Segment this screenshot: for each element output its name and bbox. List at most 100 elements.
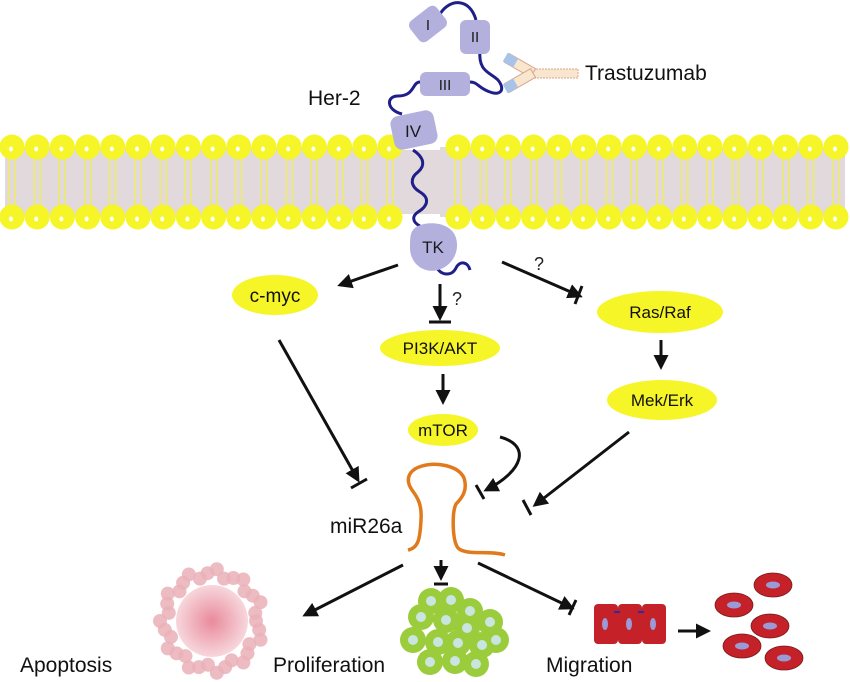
receptor-linker bbox=[438, 1, 478, 21]
lipid-head-highlight bbox=[656, 216, 661, 222]
edge-cmyc-mir26a-bar bbox=[350, 477, 368, 490]
lipid-head-highlight bbox=[336, 146, 341, 152]
lipid-head-highlight bbox=[505, 146, 510, 152]
lipid-head-highlight bbox=[185, 216, 190, 222]
pathway-edges: ? ? bbox=[277, 254, 711, 639]
lipid-head-highlight bbox=[361, 216, 366, 222]
mir26a-hairpin bbox=[406, 462, 506, 557]
lipid-head-highlight bbox=[681, 146, 686, 152]
edge-mir26a-migration bbox=[477, 561, 575, 610]
cell-nucleus bbox=[727, 601, 741, 609]
lipid-head bbox=[0, 134, 25, 160]
membrane-core-left bbox=[5, 147, 400, 217]
lipid-head-highlight bbox=[135, 146, 139, 152]
lipid-head-highlight bbox=[160, 216, 165, 222]
lipid-head-highlight bbox=[235, 146, 240, 152]
lipid-head-highlight bbox=[261, 216, 265, 222]
lipid-head-highlight bbox=[757, 146, 762, 152]
apoptotic-bleb bbox=[160, 641, 175, 656]
her2-label: Her-2 bbox=[308, 87, 361, 110]
lipid-head-highlight bbox=[336, 216, 341, 222]
edge-mekerk-mir26a-bar bbox=[521, 499, 533, 516]
cell-nucleus bbox=[416, 612, 426, 622]
cell-nucleus bbox=[453, 638, 463, 648]
pi3k-akt-label: PI3K/AKT bbox=[403, 339, 478, 358]
cell-nucleus bbox=[450, 656, 460, 666]
cell-nucleus bbox=[425, 657, 435, 667]
cell-nucleus bbox=[735, 642, 749, 650]
lipid-head-highlight bbox=[782, 146, 787, 152]
ras-raf-label: Ras/Raf bbox=[629, 303, 691, 322]
lipid-head-highlight bbox=[235, 216, 240, 222]
cell-nucleus bbox=[485, 617, 495, 627]
lipid-head-highlight bbox=[606, 216, 611, 222]
trastuzumab-label: Trastuzumab bbox=[585, 62, 707, 85]
cell-nucleus bbox=[491, 635, 501, 645]
edge-tk-rasraf-bar bbox=[573, 285, 584, 305]
apoptotic-bleb bbox=[253, 595, 268, 610]
apoptosis-label: Apoptosis bbox=[20, 654, 112, 677]
lipid-head-highlight bbox=[160, 146, 165, 152]
lipid-head-highlight bbox=[480, 216, 485, 222]
lipid-head-highlight bbox=[286, 216, 291, 222]
migrating-cells-icon bbox=[714, 572, 804, 671]
lipid-head-highlight bbox=[707, 146, 711, 152]
lipid-head-highlight bbox=[555, 146, 560, 152]
edge-mtor-mir26a bbox=[483, 435, 521, 492]
lipid-head-highlight bbox=[757, 216, 762, 222]
lipid-head-highlight bbox=[631, 216, 636, 222]
cell-nucleus bbox=[763, 622, 777, 630]
domain-IV bbox=[390, 110, 438, 150]
domain-II bbox=[460, 20, 490, 54]
question-mark-pi3k: ? bbox=[452, 289, 462, 309]
lipid-head-highlight bbox=[681, 216, 686, 222]
node-ras-raf: Ras/Raf bbox=[597, 291, 723, 333]
cell-nucleus bbox=[446, 595, 456, 605]
domain-III-label: III bbox=[439, 77, 452, 94]
membrane-core-center bbox=[395, 150, 445, 214]
apoptotic-bleb bbox=[248, 605, 263, 620]
lipid-head-highlight bbox=[185, 146, 190, 152]
lipid-head-highlight bbox=[505, 216, 510, 222]
lipid-bilayer bbox=[0, 134, 849, 230]
lipid-head-highlight bbox=[480, 146, 485, 152]
lipid-head-highlight bbox=[261, 146, 265, 152]
cell-nucleus bbox=[465, 606, 475, 616]
domain-I-label: I bbox=[426, 17, 430, 34]
trastuzumab-antibody bbox=[502, 52, 579, 94]
lipid-head-highlight bbox=[361, 146, 366, 152]
lipid-head-highlight bbox=[606, 146, 611, 152]
cell-nucleus bbox=[408, 635, 418, 645]
lipid-head-highlight bbox=[455, 146, 459, 152]
lipid-head-highlight bbox=[311, 216, 316, 222]
cell-membrane bbox=[0, 134, 849, 230]
receptor-c-tail bbox=[435, 261, 472, 276]
lipid-head-highlight bbox=[286, 146, 291, 152]
lipid-head-highlight bbox=[210, 216, 215, 222]
lipid-head-highlight bbox=[387, 146, 391, 152]
receptor-linker bbox=[469, 49, 504, 95]
apoptotic-bleb bbox=[160, 586, 175, 601]
cell-nucleus bbox=[441, 615, 451, 625]
antibody-fc bbox=[532, 68, 579, 79]
apoptotic-bleb bbox=[236, 655, 251, 670]
lipid-head-highlight bbox=[732, 216, 737, 222]
lipid-head-highlight bbox=[833, 216, 837, 222]
domain-I bbox=[409, 5, 447, 43]
cell-nucleus bbox=[433, 637, 443, 647]
question-mark-rasraf: ? bbox=[534, 254, 544, 274]
cell-nucleus bbox=[462, 623, 472, 633]
receptor-linker bbox=[388, 80, 421, 116]
apoptotic-bleb bbox=[253, 632, 268, 647]
cell-nucleus bbox=[766, 581, 780, 589]
lipid-head-highlight bbox=[34, 216, 39, 222]
apoptotic-bleb bbox=[191, 660, 206, 675]
edge-tk-rasraf bbox=[501, 260, 583, 299]
transmembrane-helix bbox=[410, 148, 428, 228]
tk-domain bbox=[410, 223, 458, 271]
migration-label: Migration bbox=[546, 654, 632, 677]
lipid-head-highlight bbox=[311, 146, 316, 152]
her2-receptor: I II III IV TK bbox=[388, 1, 504, 276]
lipid-head bbox=[0, 204, 25, 230]
